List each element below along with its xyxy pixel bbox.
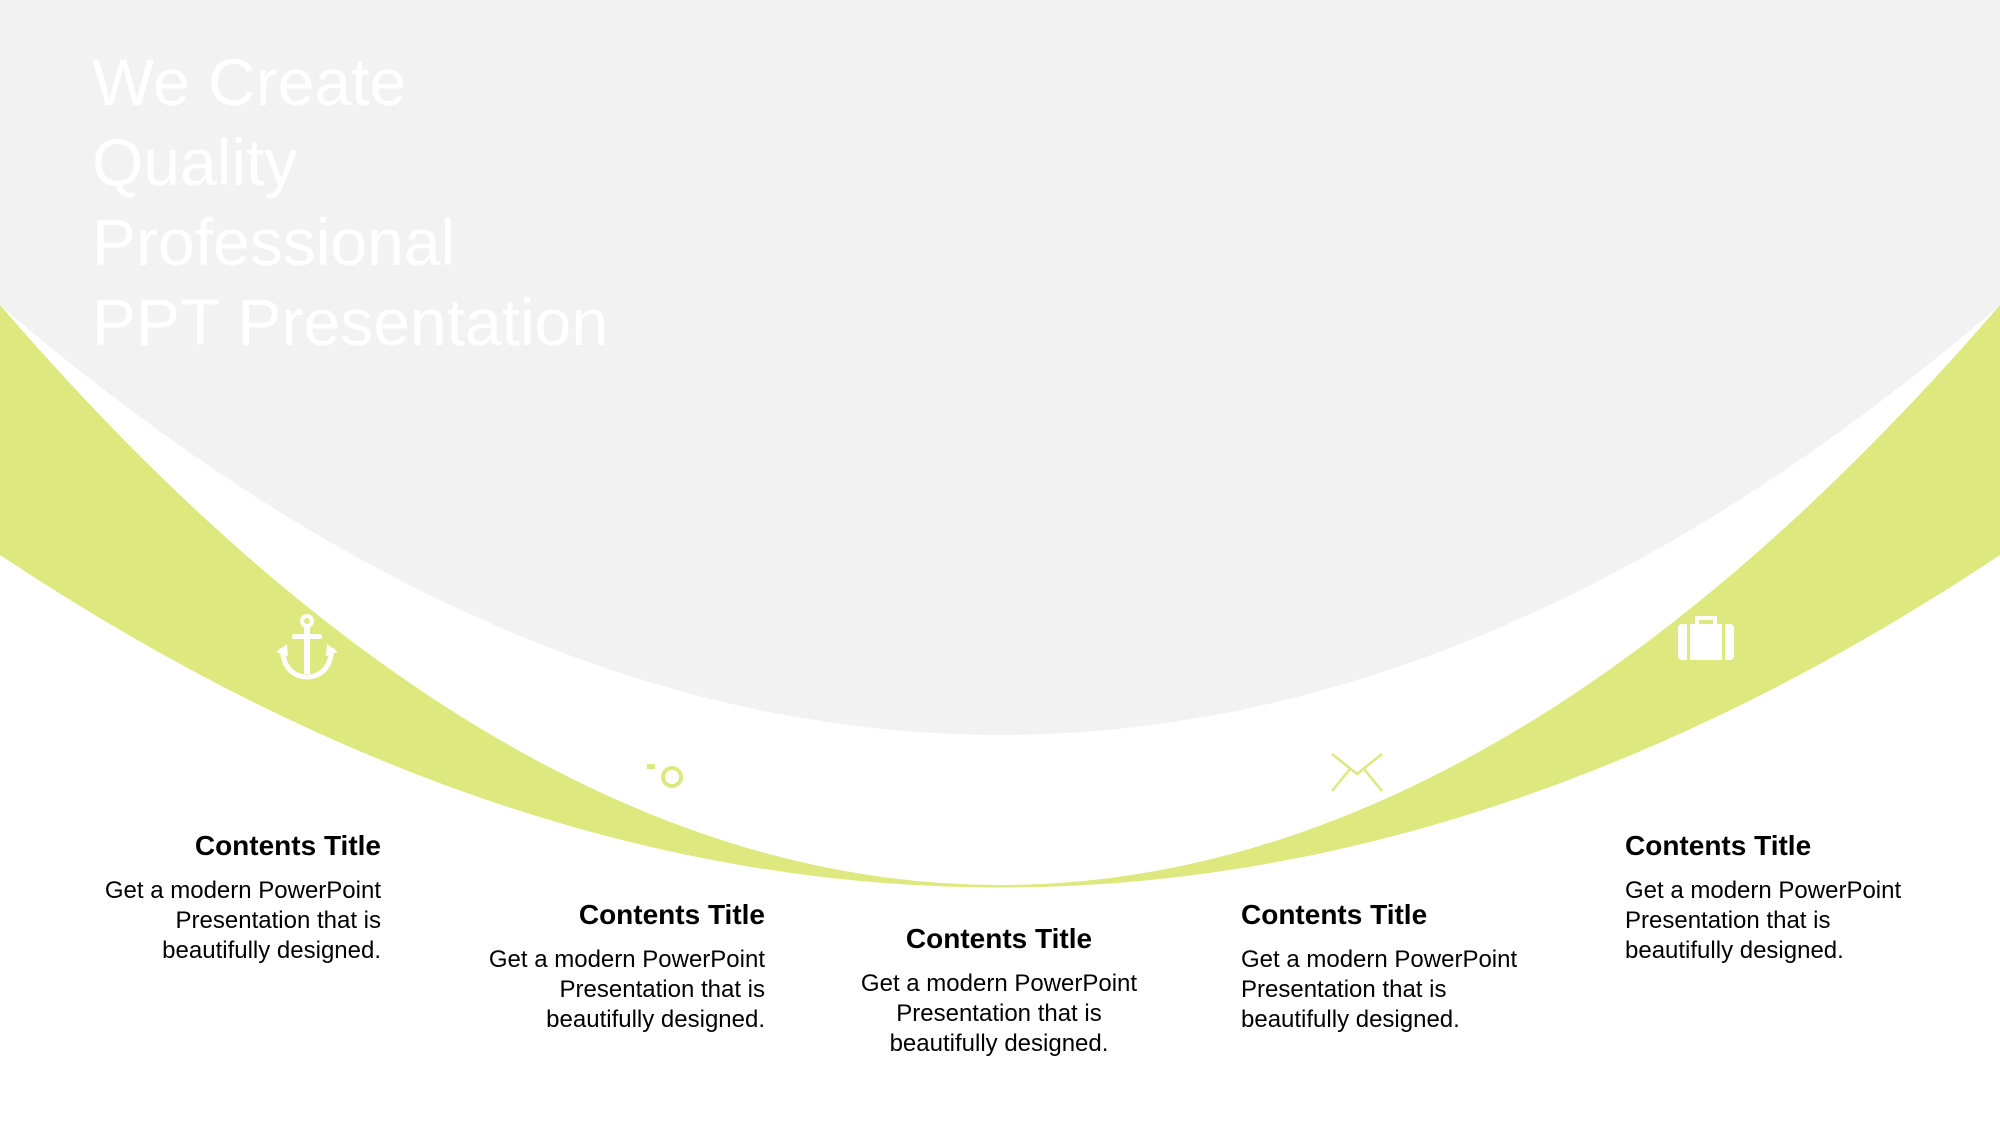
item-description: Get a modern PowerPoint Presentation tha… xyxy=(1241,946,1518,1033)
item-title: Contents Title xyxy=(578,899,765,930)
grey-dome xyxy=(0,0,2000,735)
item-description: Get a modern PowerPoint Presentation tha… xyxy=(1625,877,1902,964)
white-bottom-area xyxy=(0,555,2000,1125)
camera-icon xyxy=(641,752,697,796)
item-title: Contents Title xyxy=(194,830,381,861)
content-item-3: Contents Title Get a modern PowerPoint P… xyxy=(849,923,1149,1059)
slide-title: We Create Quality Professional PPT Prese… xyxy=(92,42,608,362)
title-line-1: We Create xyxy=(92,45,407,119)
title-line-2: Quality xyxy=(92,125,298,199)
item-title: Contents Title xyxy=(1625,830,1812,861)
briefcase-icon xyxy=(1678,616,1734,660)
item-description: Get a modern PowerPoint Presentation tha… xyxy=(488,946,765,1033)
title-line-4: PPT Presentation xyxy=(92,285,609,359)
item-description: Get a modern PowerPoint Presentation tha… xyxy=(104,877,381,964)
item-description: Get a modern PowerPoint Presentation tha… xyxy=(860,970,1138,1057)
envelope-icon xyxy=(1331,752,1383,792)
item-title: Contents Title xyxy=(1241,899,1428,930)
alarm-clock-icon xyxy=(968,785,1028,845)
content-item-1: Contents Title Get a modern PowerPoint P… xyxy=(81,830,381,966)
title-line-3: Professional xyxy=(92,205,456,279)
content-item-5: Contents Title Get a modern PowerPoint P… xyxy=(1625,830,1925,966)
content-item-4: Contents Title Get a modern PowerPoint P… xyxy=(1241,899,1541,1035)
content-item-2: Contents Title Get a modern PowerPoint P… xyxy=(465,899,765,1035)
item-title: Contents Title xyxy=(905,923,1093,954)
anchor-icon xyxy=(276,614,338,680)
